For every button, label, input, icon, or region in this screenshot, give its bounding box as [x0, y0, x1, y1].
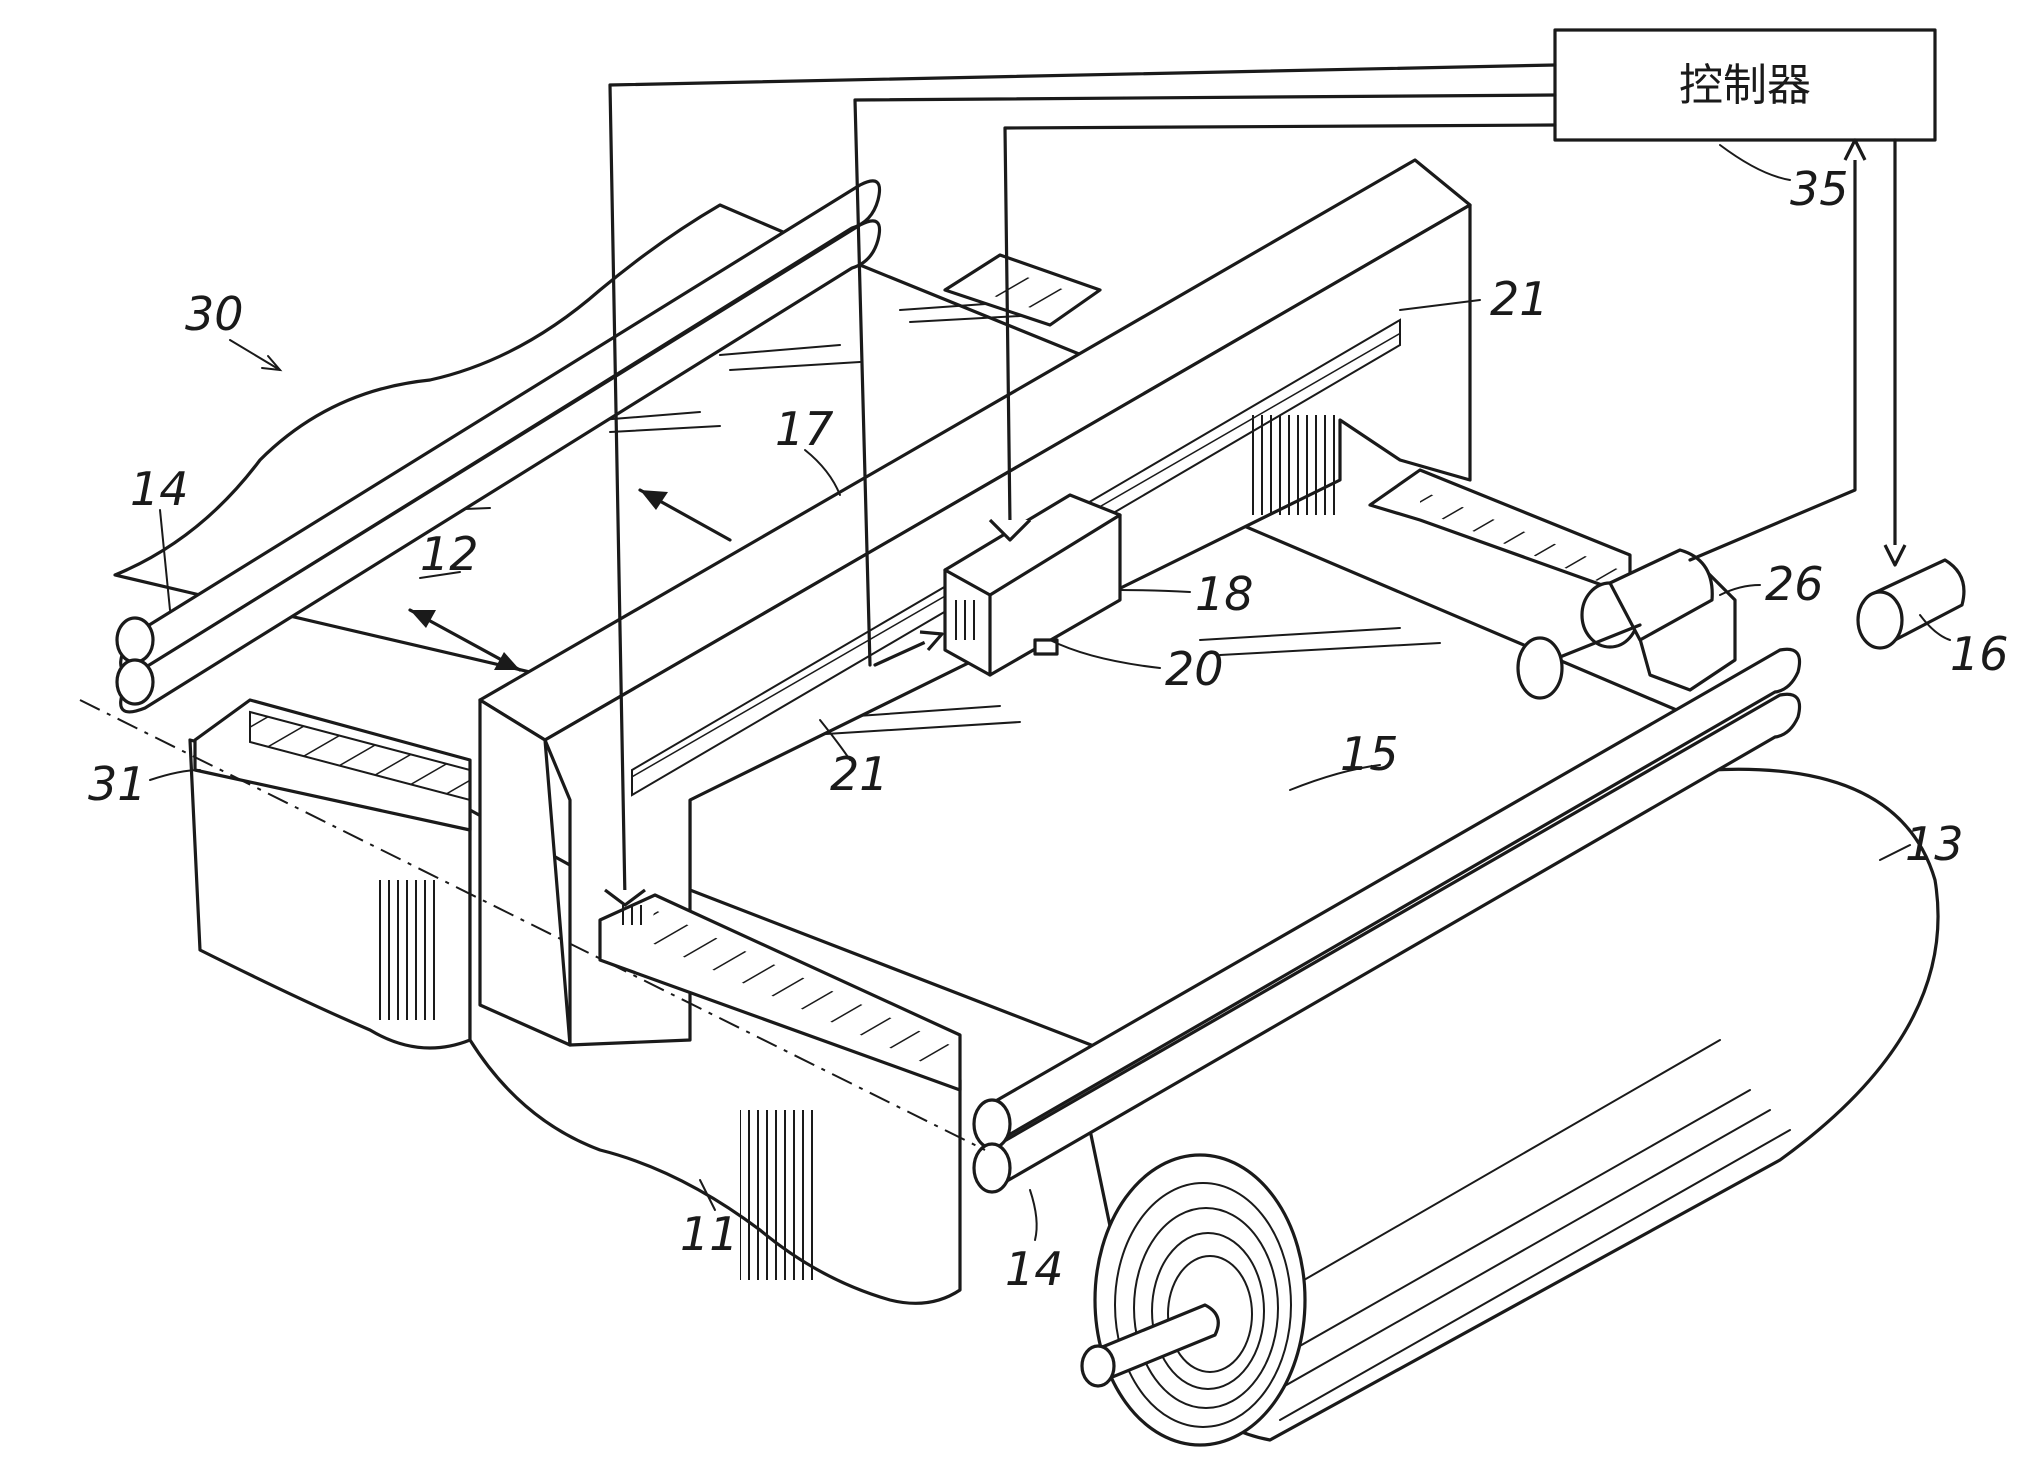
label-15: 15 [1340, 727, 1399, 781]
label-12: 12 [420, 527, 479, 581]
label-31: 31 [88, 757, 147, 811]
label-14-bottom: 14 [1005, 1242, 1064, 1296]
label-21-top: 21 [1490, 272, 1549, 326]
control-wiring [604, 63, 1907, 907]
right-guide-rail [943, 253, 1632, 597]
label-20: 20 [1165, 642, 1224, 696]
label-30: 30 [185, 287, 244, 341]
sensor-16 [1856, 558, 1966, 650]
controller-box: 控制器 [1553, 28, 1937, 142]
front-roller-pair [972, 647, 1802, 1194]
rear-guide-rail [193, 698, 472, 832]
reference-labels: 35 30 14 12 17 21 18 20 21 26 16 15 13 3… [88, 162, 2009, 1296]
upper-roller-pair [115, 179, 882, 714]
label-12-underline [419, 571, 461, 579]
material-roll [1080, 767, 1940, 1447]
label-35: 35 [1790, 162, 1849, 216]
front-guide-rail [598, 893, 962, 1092]
motion-arrows [408, 488, 732, 672]
label-13: 13 [1905, 817, 1964, 871]
label-21-mid: 21 [830, 747, 889, 801]
controller-label: 控制器 [1679, 60, 1811, 111]
axis-line [79, 699, 986, 1151]
encoder-assembly [1516, 548, 1737, 700]
label-18: 18 [1195, 567, 1254, 621]
label-17: 17 [775, 402, 834, 456]
label-14-left: 14 [130, 462, 189, 516]
label-26: 26 [1765, 557, 1824, 611]
upper-web-sheet [113, 203, 1182, 702]
leader-lines [149, 144, 1951, 1241]
print-head-carriage [943, 493, 1122, 677]
label-11: 11 [680, 1207, 739, 1261]
label-16: 16 [1950, 627, 2009, 681]
